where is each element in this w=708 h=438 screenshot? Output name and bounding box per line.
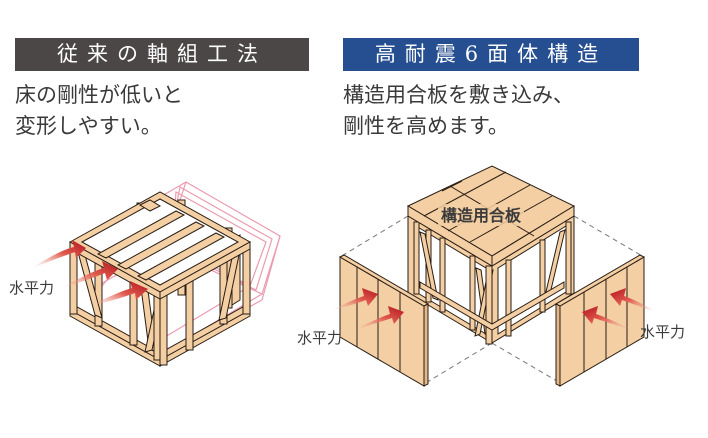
plywood-label-bg: [438, 204, 524, 226]
left-wall-panel: [338, 254, 430, 387]
six-face-structure-illustration: 構造用合板 水平力 水平力: [297, 165, 685, 387]
frame-top: [68, 191, 252, 300]
horizontal-force-arrows-right: [332, 288, 656, 330]
left-force-label: 水平力: [9, 279, 54, 297]
right-force-label-left: 水平力: [297, 329, 342, 347]
left-description-line-1: 床の剛性が低いと: [15, 83, 183, 107]
right-description-line-1: 構造用合板を敷き込み、: [343, 83, 574, 107]
right-description-line-2: 剛性を高めます。: [343, 114, 509, 138]
horizontal-force-arrows-left: [32, 240, 148, 306]
left-description-line-2: 変形しやすい。: [15, 114, 162, 138]
box-frame: [407, 215, 575, 345]
right-force-label-right: 水平力: [640, 323, 685, 341]
right-panel-title: 高耐震6面体構造: [343, 38, 639, 71]
right-description: 構造用合板を敷き込み、 剛性を高めます。: [343, 80, 574, 142]
left-description: 床の剛性が低いと 変形しやすい。: [15, 80, 183, 142]
left-panel-title: 従来の軸組工法: [15, 38, 309, 71]
plywood-label: 構造用合板: [441, 206, 522, 225]
frame-right-wall: [159, 243, 251, 366]
conventional-frame-illustration: 水平力: [9, 181, 281, 367]
